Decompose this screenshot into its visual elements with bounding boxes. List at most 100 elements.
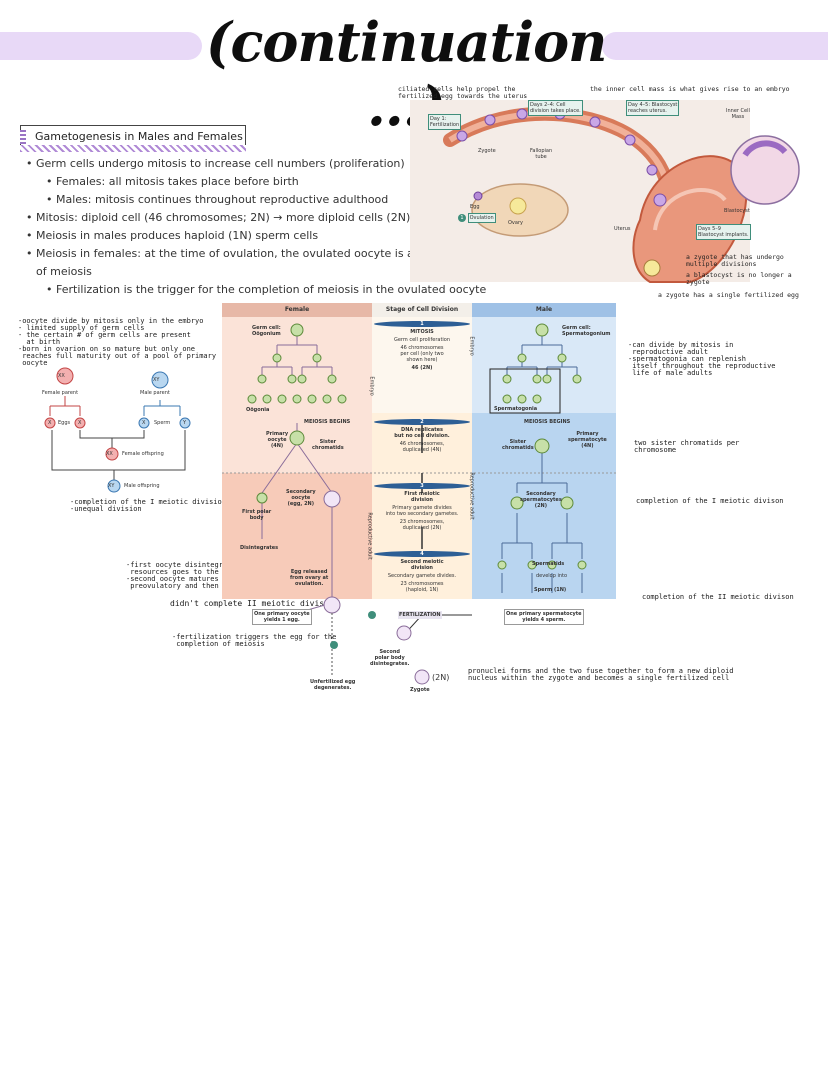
step-fertilization: Day 1: Fertilization bbox=[428, 114, 462, 130]
inheritance-diagram: XX XY Female parent Male parent Eggs Spe… bbox=[40, 366, 220, 496]
unfertilized-egg: Unfertilized egg degenerates. bbox=[310, 679, 356, 691]
note-text: Females: all mitosis takes place before … bbox=[56, 175, 299, 188]
stage-title: MITOSIS bbox=[410, 329, 434, 335]
stage-detail: 23 chromosomes (haploid, 1N) bbox=[400, 581, 444, 593]
note-mitosis-adult: -can divide by mitosis in reproductive a… bbox=[628, 341, 776, 377]
zygote-2n: (2N) bbox=[432, 673, 450, 682]
note-line: •Fertilization is the trigger for the co… bbox=[24, 281, 614, 299]
germ-cell-male: Germ cell: Spermatogonium bbox=[562, 325, 611, 337]
germ-cell-female: Germ cell: Oögonium bbox=[252, 325, 281, 337]
label-zygote: Zygote bbox=[478, 148, 496, 154]
disintegrates-label: Disintegrates bbox=[240, 545, 279, 551]
inherit-xy: XY bbox=[153, 377, 160, 383]
note-line: •Males: mitosis continues throughout rep… bbox=[24, 191, 614, 209]
side-note-blastocyst: a blastocyst is no longer a zygote bbox=[686, 271, 792, 286]
side-note-zygote: a zygote has a single fertilized egg bbox=[658, 291, 799, 299]
primary-oocyte: Primary oocyte (4N) bbox=[266, 431, 289, 449]
x-egg-1: X bbox=[48, 420, 52, 426]
stage-number: 2 bbox=[374, 419, 470, 425]
spermatogonia-label: Spermatogonia bbox=[494, 406, 538, 412]
heading-hash-mark bbox=[20, 130, 26, 144]
step-ovulation: 1 Ovulation bbox=[458, 213, 496, 223]
side-note-multiple-divisions: a zygote that has undergo multiple divis… bbox=[686, 253, 784, 268]
step-blastocyst-reaches: Day 4–5: Blastocyst reaches uterus. bbox=[626, 100, 680, 116]
first-polar-body: First polar body bbox=[242, 509, 272, 521]
header-bar-right bbox=[602, 32, 828, 60]
spermatids-label: Spermatids bbox=[532, 561, 565, 567]
stage-title: DNA replicates but no cell division. bbox=[394, 427, 450, 439]
bullet-icon: • bbox=[26, 211, 33, 224]
note-line: •Meiosis in males produces haploid (1N) … bbox=[24, 227, 614, 245]
stage-title: First meiotic division bbox=[404, 491, 440, 503]
note-completion-1-left: -completion of the I meiotic division -u… bbox=[70, 498, 226, 513]
stage-title: Second meiotic division bbox=[400, 559, 444, 571]
label-uterus: Uterus bbox=[614, 226, 631, 232]
meiosis-begins-female: MEIOSIS BEGINS bbox=[304, 419, 351, 425]
zygote-label: Zygote bbox=[410, 687, 430, 693]
col-stage: Stage of Cell Division bbox=[385, 306, 459, 313]
header-bar-left bbox=[0, 32, 202, 60]
female-parent-label: Female parent bbox=[42, 390, 79, 396]
cilia-note: ciliated cells help propel the fertilize… bbox=[398, 85, 528, 100]
stage-desc: Germ cell proliferation bbox=[393, 337, 451, 343]
note-line: •Mitosis: diploid cell (46 chromosomes; … bbox=[24, 209, 614, 227]
note-completion-2-right: completion of the II meiotic divison bbox=[642, 593, 794, 601]
second-polar-body: Second polar body disintegrates. bbox=[370, 649, 410, 667]
sperm-1n-label: Sperm (1N) bbox=[534, 587, 567, 593]
label-inner-cell-mass: Inner Cell Mass bbox=[726, 108, 750, 120]
eggs-label: Eggs bbox=[58, 420, 71, 426]
bullet-icon: • bbox=[26, 157, 33, 170]
step-blastocyst-implants: Days 5–9 Blastocyst implants. bbox=[696, 224, 751, 240]
stage-detail: 23 chromosomes, duplicated (2N) bbox=[399, 519, 445, 531]
inner-mass-note: the inner cell mass is what gives rise t… bbox=[590, 85, 790, 93]
stage-desc: Primary gamete divides into two secondar… bbox=[385, 505, 459, 517]
note-sister-chromatids: two sister chromatids per chromosome bbox=[634, 439, 740, 454]
stage-desc: Secondary gamete divides. bbox=[387, 573, 457, 579]
col-male: Male bbox=[535, 306, 553, 313]
note-didnt-complete: didn't complete II meiotic division bbox=[170, 599, 339, 608]
develop-into-label: develop into bbox=[536, 573, 568, 579]
one-spermatocyte-note: One primary spermatocyte yields 4 sperm. bbox=[504, 609, 584, 625]
meiosis-begins-male: MEIOSIS BEGINS bbox=[524, 419, 571, 425]
female-offspring-label: Female offspring bbox=[122, 451, 164, 457]
label-blastocyst: Blastocyst bbox=[724, 208, 750, 214]
label-ovary: Ovary bbox=[508, 220, 523, 226]
secondary-oocyte: Secondary oocyte (egg, 2N) bbox=[286, 489, 316, 507]
step-cell-division: Days 2–4: Cell division takes place. bbox=[528, 100, 583, 116]
note-pronuclei: pronuclei forms and the two fuse togethe… bbox=[468, 667, 734, 682]
bullet-icon: • bbox=[46, 283, 53, 296]
note-fertilization: -fertilization triggers the egg for the … bbox=[172, 633, 337, 648]
bullet-icon: • bbox=[46, 175, 53, 188]
label-egg: Egg bbox=[470, 204, 480, 210]
heading-hatch-underline bbox=[20, 145, 246, 152]
note-line: •Germ cells undergo mitosis to increase … bbox=[24, 155, 614, 173]
bullet-icon: • bbox=[26, 229, 33, 242]
secondary-spermatocytes: Secondary spermatocytes (2N) bbox=[520, 491, 562, 509]
uterus-illustration bbox=[410, 100, 800, 283]
offspring-xy: XY bbox=[108, 483, 115, 489]
x-egg-2: X bbox=[78, 420, 82, 426]
bullet-icon: • bbox=[26, 247, 33, 260]
repro-adult-axis-left: Reproductive adult bbox=[366, 512, 373, 560]
bullet-icon: • bbox=[46, 193, 53, 206]
male-parent-label: Male parent bbox=[140, 390, 170, 396]
offspring-xx: XX bbox=[106, 451, 113, 457]
note-completion-1-right: completion of the I meiotic divison bbox=[636, 497, 784, 505]
note-text: Males: mitosis continues throughout repr… bbox=[56, 193, 389, 206]
note-text: Mitosis: diploid cell (46 chromosomes; 2… bbox=[36, 211, 411, 224]
col-female: Female bbox=[284, 306, 310, 313]
sister-chromatids-female: Sister chromatids bbox=[312, 439, 344, 451]
stage-count: 46 (2N) bbox=[411, 365, 433, 371]
note-text: Germ cells undergo mitosis to increase c… bbox=[36, 157, 405, 170]
stage-detail: 46 chromosomes, duplicated (4N) bbox=[399, 441, 445, 453]
uterus-figure: ciliated cells help propel the fertilize… bbox=[390, 86, 810, 311]
egg-released: Egg released from ovary at ovulation. bbox=[290, 569, 329, 587]
stage-detail: 46 chromosomes per cell (only two shown … bbox=[400, 345, 444, 363]
note-text: Fertilization is the trigger for the com… bbox=[56, 283, 487, 296]
oogonia-label: Oögonia bbox=[246, 407, 270, 413]
note-line: •Females: all mitosis takes place before… bbox=[24, 173, 614, 191]
